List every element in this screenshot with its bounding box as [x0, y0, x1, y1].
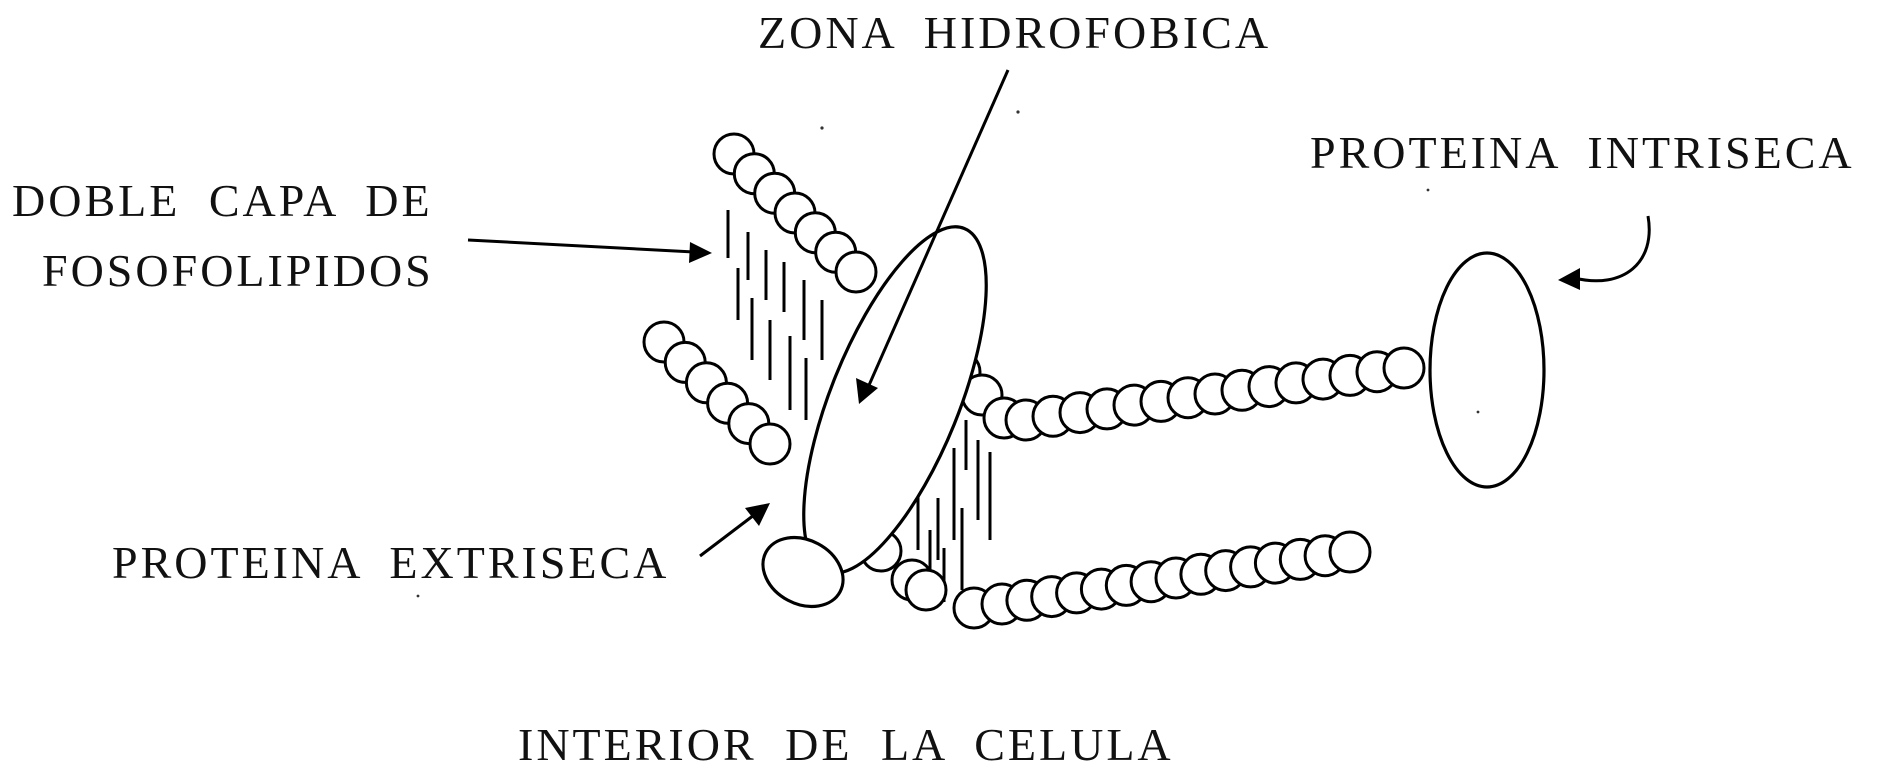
- phospholipid-head: [750, 424, 790, 464]
- head-chain-upper-right-b: [1006, 348, 1424, 440]
- arrow-extrinsic-protein: [700, 503, 770, 556]
- phospholipid-head: [836, 252, 876, 292]
- phospholipid-head: [1330, 532, 1370, 572]
- head-chain-lower-b: [906, 570, 994, 628]
- speck: [1427, 189, 1430, 192]
- speck: [417, 595, 420, 598]
- label-intrinsic-protein: PROTEINA INTRISECA: [1310, 127, 1855, 178]
- head-chain-lower-c: [982, 532, 1370, 624]
- label-cell-interior: INTERIOR DE LA CELULA: [518, 719, 1174, 770]
- label-extrinsic-protein: PROTEINA EXTRISECA: [112, 537, 669, 588]
- label-bilayer-line2: FOSOFOLIPIDOS: [42, 245, 434, 296]
- phospholipid-head: [906, 570, 946, 610]
- label-hydrophobic-zone: ZONA HIDROFOBICA: [758, 7, 1271, 58]
- speck: [1477, 411, 1480, 414]
- intrinsic-protein-ellipse: [1430, 253, 1544, 487]
- head-chain-middle-left: [644, 322, 790, 464]
- arrow-bilayer: [468, 240, 712, 263]
- phospholipid-heads: [644, 134, 1424, 628]
- phospholipid-head: [1384, 348, 1424, 388]
- label-bilayer-line1: DOBLE CAPA DE: [12, 175, 433, 226]
- arrow-intrinsic-protein: [1558, 216, 1649, 290]
- speck: [820, 126, 823, 129]
- speck: [1016, 110, 1019, 113]
